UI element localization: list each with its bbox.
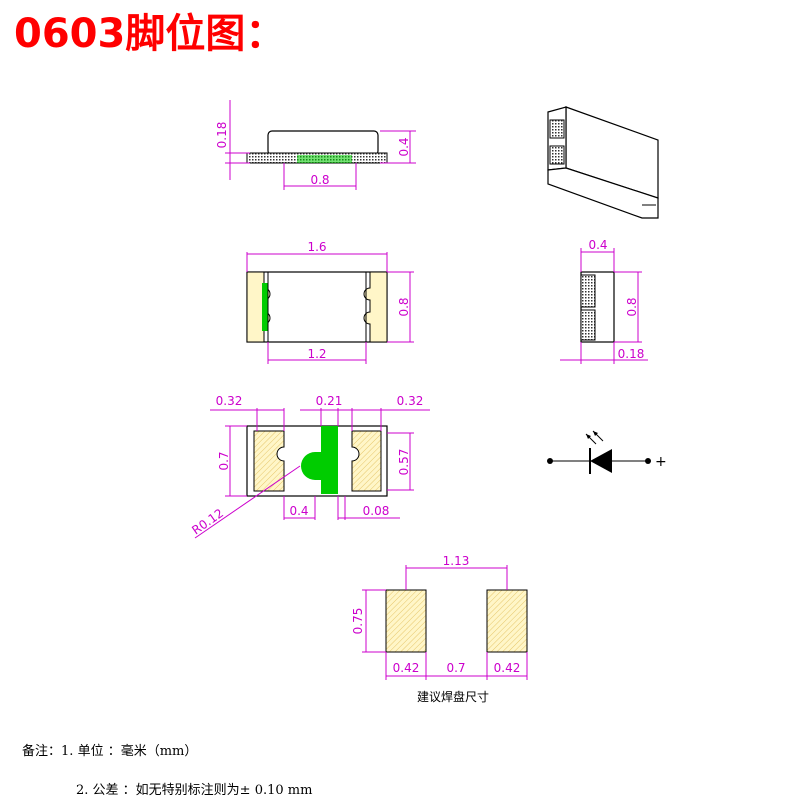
land-dim-pad-height: 0.75 <box>351 608 365 635</box>
top-body <box>246 271 388 343</box>
side-dim-018: 0.18 <box>215 122 229 149</box>
side-dim-04: 0.4 <box>397 137 411 156</box>
bottom-dim-pad-height: 0.57 <box>397 449 411 476</box>
land-dim-pad-right: 0.42 <box>494 661 521 675</box>
led-symbol: + <box>547 430 667 474</box>
land-dim-span: 1.13 <box>443 554 470 568</box>
iso-view <box>547 106 659 219</box>
bottom-cathode-mark <box>301 426 338 494</box>
side-dim-08: 0.8 <box>310 173 329 187</box>
land-dim-gap: 0.7 <box>446 661 465 675</box>
bottom-dim-right-pad: 0.32 <box>397 394 424 408</box>
end-dim-04: 0.4 <box>588 238 607 252</box>
bottom-view: 0.32 0.21 0.32 0.7 0.57 R0.12 0.4 0.08 <box>189 394 430 539</box>
top-dim-16: 1.6 <box>307 240 326 254</box>
bottom-dim-center: 0.21 <box>316 394 343 408</box>
top-dim-12: 1.2 <box>307 347 326 361</box>
notes-label: 备注： <box>22 744 62 759</box>
bottom-pad-left <box>253 430 285 492</box>
note2-text: 公差 ：如无特别标注则为± 0.10 mm <box>92 783 313 798</box>
bottom-dim-right-gap: 0.08 <box>363 504 390 518</box>
note1-text: 单位 ：毫米（mm） <box>77 744 198 759</box>
end-term-bottom <box>580 309 596 341</box>
end-term-top <box>580 274 596 308</box>
symbol-plus: + <box>655 454 667 470</box>
symbol-terminal-right <box>645 458 651 464</box>
symbol-diode-triangle <box>590 449 612 473</box>
end-dim-018: 0.18 <box>618 347 645 361</box>
land-pad-right <box>486 589 528 653</box>
top-dim-08: 0.8 <box>397 297 411 316</box>
side-center-strip <box>297 155 352 163</box>
top-view: 1.6 1.2 0.8 <box>246 240 414 364</box>
iso-terminal-bottom <box>549 145 565 165</box>
iso-bottom-edge <box>547 167 659 219</box>
iso-terminal-top <box>549 119 565 139</box>
note2-number: 2. <box>76 783 89 798</box>
bottom-dim-height: 0.7 <box>217 451 231 470</box>
note1-number: 1. <box>61 744 74 759</box>
top-green-strip <box>262 283 268 331</box>
symbol-terminal-left <box>547 458 553 464</box>
land-pattern: 1.13 0.75 0.42 0.7 0.42 建议焊盘尺寸 <box>351 554 528 704</box>
end-view: 0.4 0.8 0.18 <box>560 238 648 364</box>
land-caption: 建议焊盘尺寸 <box>417 689 489 704</box>
land-pad-left <box>385 589 427 653</box>
page-title: 0603脚位图： <box>14 11 286 57</box>
land-dim-pad-left: 0.42 <box>393 661 420 675</box>
side-view: 0.18 0.4 0.8 <box>215 100 416 190</box>
side-body <box>267 130 379 156</box>
end-dim-08: 0.8 <box>625 297 639 316</box>
notes-line-1: 备注：1. 单位 ：毫米（mm） <box>22 740 197 759</box>
bottom-pad-right <box>351 430 382 492</box>
notes-line-2: 2. 公差 ：如无特别标注则为± 0.10 mm <box>76 779 312 798</box>
bottom-dim-gap: 0.4 <box>289 504 308 518</box>
bottom-dim-radius: R0.12 <box>189 506 226 538</box>
bottom-dim-left-pad: 0.32 <box>216 394 243 408</box>
